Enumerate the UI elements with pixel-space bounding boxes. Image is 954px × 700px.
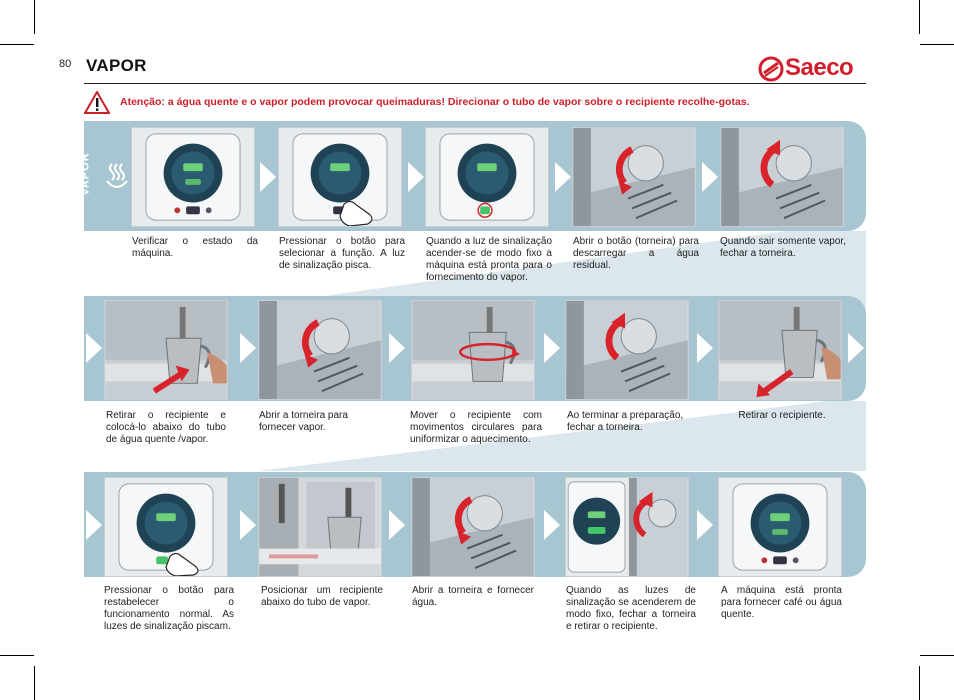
step-image-jug-circular — [411, 300, 535, 400]
step-image-knob-open — [258, 300, 382, 400]
step-arrow — [697, 510, 713, 540]
step-image-panel-and-knob — [565, 477, 689, 577]
step-image-knob-close — [565, 300, 689, 400]
brand-name: Saeco — [785, 54, 854, 81]
step-arrow — [389, 510, 405, 540]
step-caption: Quando as luzes de sinalização se acende… — [566, 585, 696, 632]
crop-mark — [919, 0, 920, 34]
step-arrow — [86, 333, 102, 363]
step-caption: Abrir o botão (torneira) para descarrega… — [573, 236, 699, 271]
step-caption: Posicionar um recipiente abaixo do tubo … — [261, 585, 383, 608]
step-caption: Quando a luz de sinalização acender-se d… — [426, 236, 552, 283]
side-label: VAPOR — [80, 146, 102, 206]
step-caption: Abrir a torneira para fornecer vapor. — [259, 410, 348, 433]
step-arrow — [240, 510, 256, 540]
step-arrow — [702, 162, 718, 192]
step-arrow — [848, 333, 864, 363]
saeco-logo-icon — [758, 56, 784, 82]
warning-text: Atenção: a água quente e o vapor podem p… — [120, 96, 750, 108]
crop-mark — [920, 44, 954, 45]
header-rule — [84, 83, 866, 84]
step-caption: Verificar o estado da máquina. — [132, 236, 258, 259]
step-arrow — [697, 333, 713, 363]
step-image-control-panel-light — [425, 127, 549, 227]
warning-triangle-icon — [83, 89, 111, 114]
step-caption: Mover o recipiente com movimentos circul… — [410, 410, 542, 445]
crop-mark — [34, 0, 35, 34]
step-image-control-panel — [718, 477, 842, 577]
step-arrow — [260, 162, 276, 192]
step-image-control-panel-press — [104, 477, 228, 577]
step-caption: A máquina está pronta para fornecer café… — [721, 585, 842, 620]
steam-icon — [104, 162, 130, 190]
crop-mark — [34, 666, 35, 700]
step-image-knob-open — [411, 477, 535, 577]
crop-mark — [920, 655, 954, 656]
step-image-jug-under-wand — [104, 300, 228, 400]
step-caption: Pressionar o botão para restabelecer o f… — [104, 585, 234, 632]
step-image-machine-jug — [258, 477, 382, 577]
crop-mark — [0, 44, 34, 45]
step-caption: Pressionar o botão para selecionar a fun… — [279, 236, 405, 271]
step-image-knob-open — [572, 127, 696, 227]
side-label-text: VAPOR — [79, 152, 92, 196]
crop-mark — [919, 666, 920, 700]
brand-logo: Saeco — [758, 54, 868, 82]
step-caption: Quando sair somente vapor, fechar a torn… — [720, 236, 846, 259]
step-caption: Ao terminar a preparação, fechar a torne… — [567, 410, 684, 433]
step-image-control-panel-press — [278, 127, 402, 227]
crop-mark — [0, 655, 34, 656]
step-image-knob-close — [720, 127, 844, 227]
step-image-jug-remove — [718, 300, 842, 400]
step-arrow — [555, 162, 571, 192]
step-arrow — [86, 510, 102, 540]
step-image-control-panel — [131, 127, 255, 227]
step-arrow — [544, 333, 560, 363]
page-number: 80 — [59, 58, 72, 70]
page-title: VAPOR — [86, 56, 147, 75]
step-arrow — [240, 333, 256, 363]
step-arrow — [389, 333, 405, 363]
step-arrow — [544, 510, 560, 540]
band-tail — [84, 401, 866, 471]
step-caption: Retirar o recipiente. — [738, 410, 826, 421]
step-caption: Abrir a torneira e fornecer água. — [412, 585, 534, 608]
step-arrow — [408, 162, 424, 192]
step-caption: Retirar o recipiente e colocá-lo abaixo … — [106, 410, 226, 445]
